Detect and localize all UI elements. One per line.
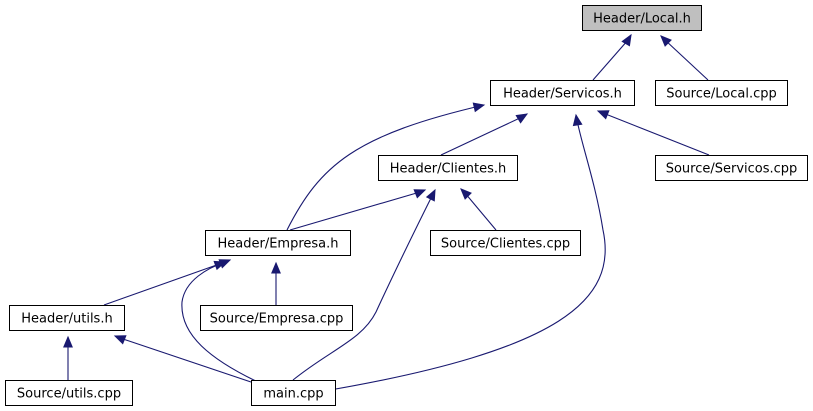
node-label: Header/Clientes.h [390, 162, 507, 177]
node-box [378, 155, 518, 181]
edge-line [286, 104, 485, 231]
node-box [430, 230, 581, 256]
node-label: Header/Servicos.h [503, 87, 622, 102]
node-box [251, 380, 336, 406]
node-label: Header/Empresa.h [217, 237, 338, 252]
node-box [582, 5, 702, 31]
edge-utils_h-to-empresa_h [103, 259, 232, 306]
node-label: Header/Local.h [593, 12, 691, 27]
arrowhead-icon [572, 113, 583, 127]
node-local-cpp[interactable]: Source/Local.cpp [655, 80, 788, 106]
edge-main_cpp-to-servicos_h [329, 113, 606, 391]
edge-servicos_h-to-local_h [592, 33, 632, 81]
edge-utils_cpp-to-utils_h [63, 335, 73, 380]
edge-line [440, 113, 528, 156]
node-clientes-h[interactable]: Header/Clientes.h [378, 155, 518, 181]
edge-line [329, 114, 606, 391]
node-label: main.cpp [263, 387, 323, 402]
node-label: Header/utils.h [21, 312, 112, 327]
arrowhead-icon [271, 261, 281, 274]
node-box [205, 230, 351, 256]
edge-empresa_h-to-clientes_h [289, 189, 427, 231]
edge-clientes_cpp-to-clientes_h [460, 188, 497, 231]
node-box [200, 305, 353, 331]
edge-line [181, 261, 291, 397]
node-local-h[interactable]: Header/Local.h [582, 5, 702, 31]
node-main-cpp[interactable]: main.cpp [251, 380, 336, 406]
node-empresa-h[interactable]: Header/Empresa.h [205, 230, 351, 256]
node-label: Source/Empresa.cpp [210, 312, 344, 327]
edge-main_cpp-to-utils_h [113, 335, 252, 383]
edge-line [292, 189, 436, 381]
node-label: Source/utils.cpp [17, 387, 121, 402]
node-clientes-cpp[interactable]: Source/Clientes.cpp [430, 230, 581, 256]
arrowhead-icon [472, 102, 486, 113]
arrowhead-icon [413, 189, 427, 199]
edge-main_cpp-to-empresa_h [181, 260, 291, 397]
edge-line [114, 335, 252, 383]
arrowhead-icon [621, 33, 632, 47]
arrowhead-icon [460, 188, 472, 200]
arrowhead-icon [113, 335, 127, 345]
edge-line [597, 110, 710, 156]
arrowhead-icon [213, 260, 227, 271]
node-box [490, 80, 635, 106]
node-box [5, 380, 133, 406]
node-servicos-cpp[interactable]: Source/Servicos.cpp [655, 155, 808, 181]
edges-layer [63, 33, 710, 397]
edge-local_cpp-to-local_h [660, 35, 709, 81]
node-empresa-cpp[interactable]: Source/Empresa.cpp [200, 305, 353, 331]
edge-empresa_h-to-servicos_h [286, 102, 486, 231]
edge-empresa_cpp-to-empresa_h [271, 261, 281, 305]
node-label: Source/Servicos.cpp [666, 162, 798, 177]
arrowhead-icon [596, 110, 610, 120]
node-servicos-h[interactable]: Header/Servicos.h [490, 80, 635, 106]
arrowhead-icon [660, 35, 672, 47]
edge-servicos_cpp-to-servicos_h [596, 110, 710, 156]
arrowhead-icon [425, 188, 436, 202]
node-box [655, 80, 788, 106]
edge-main_cpp-to-clientes_h [292, 188, 436, 381]
node-label: Source/Clientes.cpp [441, 237, 570, 252]
node-utils-h[interactable]: Header/utils.h [9, 305, 125, 331]
arrowhead-icon [515, 113, 529, 124]
node-box [9, 305, 125, 331]
edge-clientes_h-to-servicos_h [440, 113, 529, 156]
edge-line [103, 259, 231, 306]
arrowhead-icon [63, 335, 73, 348]
node-utils-cpp[interactable]: Source/utils.cpp [5, 380, 133, 406]
node-label: Source/Local.cpp [666, 87, 777, 102]
edge-line [289, 189, 426, 231]
node-box [655, 155, 808, 181]
